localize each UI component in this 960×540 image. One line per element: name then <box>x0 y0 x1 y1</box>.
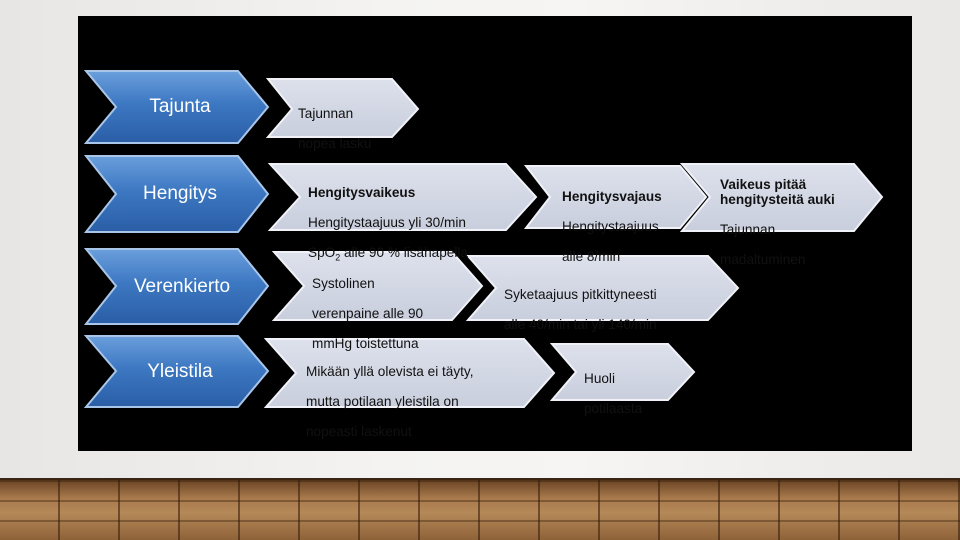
criteria-box-3-1 <box>271 251 484 321</box>
criteria-box-2-1 <box>267 163 538 231</box>
criteria-text-2-3: Vaikeus pitää hengitysteitä auki Tajunna… <box>720 177 835 267</box>
criteria-box-4-1 <box>263 338 556 408</box>
criteria-text-3-1: Systolinen verenpaine alle 90 mmHg toist… <box>312 276 424 351</box>
category-chevron-hengitys <box>83 155 270 233</box>
criteria-text-1-1: Tajunnan nopea lasku <box>298 106 372 151</box>
category-label-verenkierto: Verenkierto <box>133 275 231 297</box>
criteria-text-2-2: Hengitysvajaus Hengitystaajuus alle 8/mi… <box>562 189 662 264</box>
criteria-box-4-2 <box>549 343 696 401</box>
category-chevron-yleistila <box>83 335 270 408</box>
process-diagram <box>83 70 884 408</box>
criteria-text-2-1: Hengitysvaikeus Hengitystaajuus yli 30/m… <box>308 185 468 263</box>
criteria-text-4-1: Mikään yllä olevista ei täyty, mutta pot… <box>306 364 474 439</box>
floor-edge <box>0 478 960 481</box>
criteria-box-3-2 <box>465 255 740 321</box>
criteria-box-2-2 <box>523 165 708 229</box>
category-label-tajunta: Tajunta <box>149 96 211 117</box>
criteria-text-3-2: Syketaajuus pitkittyneesti alle 40/min t… <box>504 287 657 332</box>
criteria-box-2-3 <box>679 163 884 232</box>
category-chevron-verenkierto <box>83 248 270 325</box>
category-label-hengitys: Hengitys <box>143 183 217 204</box>
wood-floor <box>0 480 960 540</box>
category-label-yleistila: Yleistila <box>147 360 213 382</box>
category-chevron-tajunta <box>83 70 270 144</box>
criteria-box-1-1 <box>265 78 420 138</box>
criteria-text-4-2: Huoli potilaasta <box>584 371 643 416</box>
diagram-panel: Tajunta Hengitys Verenkierto Yleistila T… <box>78 16 912 451</box>
